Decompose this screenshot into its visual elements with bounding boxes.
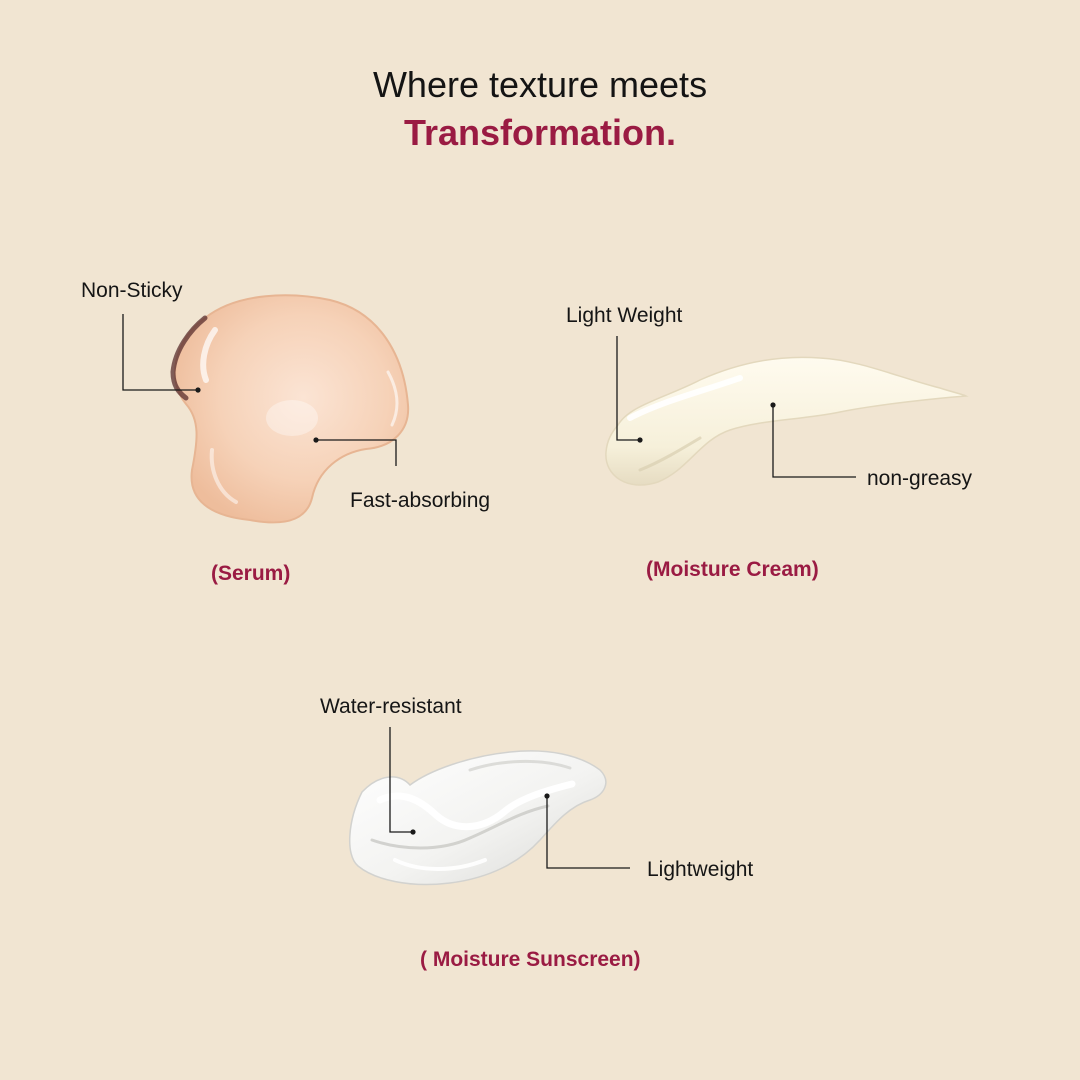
dot-water-resistant — [410, 829, 416, 835]
cream-swatch — [605, 356, 969, 486]
dot-non-greasy — [770, 402, 776, 408]
headline-line-1: Where texture meets — [372, 64, 708, 105]
callout-water-resistant: Water-resistant — [320, 695, 462, 718]
headline-line-2: Transformation. — [403, 112, 677, 153]
leader-lightweight — [546, 796, 630, 869]
dot-light-weight — [637, 437, 643, 443]
leader-non-sticky — [122, 314, 198, 391]
callout-light-weight: Light Weight — [566, 304, 683, 327]
leader-non-greasy — [772, 405, 856, 478]
dot-non-sticky — [195, 387, 201, 393]
callout-non-sticky: Non-Sticky — [81, 279, 183, 302]
callout-non-greasy: non-greasy — [867, 467, 973, 490]
leader-light-weight — [616, 336, 640, 441]
leader-fast-absorbing — [316, 439, 397, 466]
callout-fast-absorbing: Fast-absorbing — [350, 489, 491, 512]
caption-moisture-sunscreen: ( Moisture Sunscreen) — [420, 948, 641, 971]
caption-moisture-cream: (Moisture Cream) — [646, 558, 819, 581]
serum-swatch — [170, 294, 410, 524]
dot-fast-absorbing — [313, 437, 319, 443]
leader-water-resistant — [389, 727, 413, 833]
caption-serum: (Serum) — [211, 562, 291, 585]
dot-lightweight — [544, 793, 550, 799]
sunscreen-swatch — [349, 750, 607, 886]
callout-lightweight: Lightweight — [647, 858, 754, 881]
